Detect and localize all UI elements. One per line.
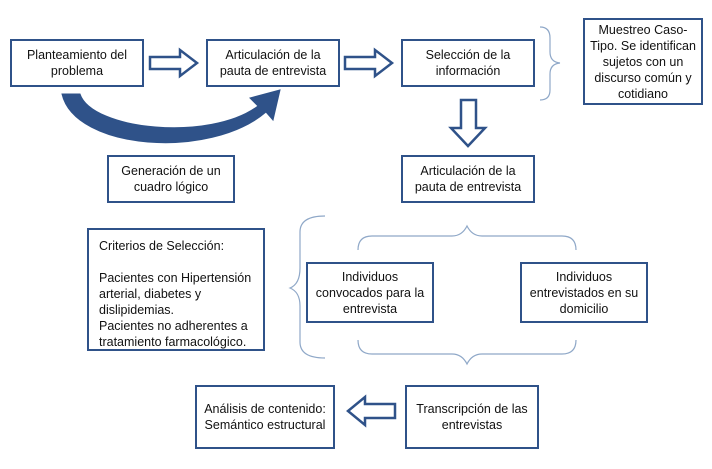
arrow-transcripcion-to-analisis [346,394,397,428]
box-articulacion-top-label: Articulación de la pauta de entrevista [219,48,327,78]
box-convocados: Individuos convocados para la entrevista [306,262,434,323]
box-transcripcion: Transcripción de las entrevistas [405,385,539,449]
box-seleccion: Selección de la información [401,39,535,87]
box-analisis: Análisis de contenido: Semántico estruct… [195,385,335,449]
brace-criterios-left [288,215,326,359]
box-articulacion-mid-label: Articulación de la pauta de entrevista [414,164,522,194]
arrow-articulacion-to-seleccion [343,47,395,79]
brace-seleccion-right [539,26,561,101]
box-generacion: Generación de un cuadro lógico [107,155,235,203]
box-analisis-label: Análisis de contenido: Semántico estruct… [204,402,326,432]
box-articulacion-mid: Articulación de la pauta de entrevista [401,155,535,203]
box-generacion-label: Generación de un cuadro lógico [121,164,221,194]
box-muestreo-label: Muestreo Caso- Tipo. Se identifican suje… [590,22,696,101]
box-articulacion-top: Articulación de la pauta de entrevista [206,39,340,87]
box-criterios: Criterios de Selección: Pacientes con Hi… [87,228,265,351]
arrow-planteamiento-to-articulacion [148,47,200,79]
box-seleccion-label: Selección de la información [425,48,511,78]
box-entrevistados: Individuos entrevistados en su domicilio [520,262,648,323]
arrow-seleccion-to-articulacion [448,98,488,148]
curved-arrow-loop [61,89,281,144]
box-entrevistados-label: Individuos entrevistados en su domicilio [529,269,639,316]
box-planteamiento-label: Planteamiento del problema [26,48,128,78]
box-planteamiento: Planteamiento del problema [10,39,144,87]
box-criterios-label: Criterios de Selección: Pacientes con Hi… [99,239,252,349]
box-convocados-label: Individuos convocados para la entrevista [315,269,425,316]
box-transcripcion-label: Transcripción de las entrevistas [416,402,528,432]
brace-bottom-individuos [357,339,577,366]
box-muestreo: Muestreo Caso- Tipo. Se identifican suje… [583,18,703,105]
brace-top-individuos [357,224,577,251]
